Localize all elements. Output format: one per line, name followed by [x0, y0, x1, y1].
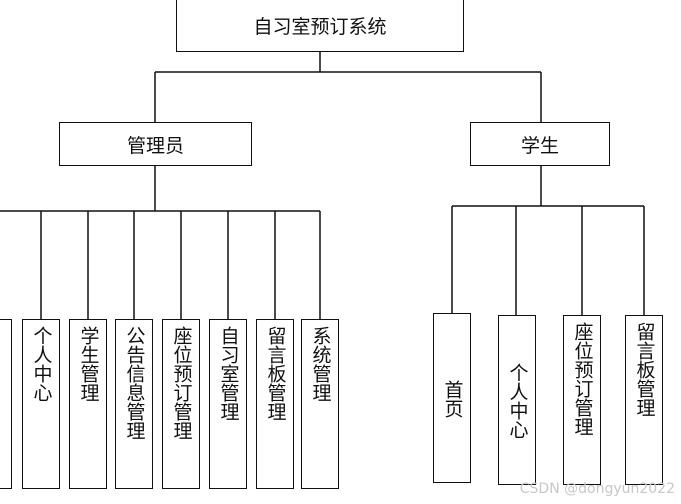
student-child-personal-center: 个人中心 [498, 315, 536, 485]
admin-child-system-management: 系统管理 [301, 319, 339, 489]
admin-child-student-management: 学生管理 [69, 319, 107, 489]
student-child-home: 首页 [433, 313, 471, 483]
student-child-message-board-management: 留言板管理 [625, 315, 663, 485]
student-child-seat-booking-management: 座位预订管理 [563, 315, 601, 485]
admin-label: 管理员 [126, 134, 184, 157]
admin-child-seat-booking-management: 座位预订管理 [162, 319, 200, 489]
student-label: 学生 [520, 134, 559, 157]
admin-child-home: 首页 [0, 319, 12, 489]
admin-child-study-room-management: 自习室管理 [209, 319, 247, 489]
watermark: CSDN @dongyun2022 [519, 481, 675, 497]
student-node: 学生 [470, 122, 610, 166]
admin-child-notice-management: 公告信息管理 [115, 319, 153, 489]
admin-child-message-board-management: 留言板管理 [256, 319, 294, 489]
admin-child-personal-center: 个人中心 [22, 319, 60, 489]
root-node: 自习室预订系统 [176, 0, 464, 52]
admin-node: 管理员 [59, 122, 252, 166]
root-label: 自习室预订系统 [253, 15, 387, 38]
